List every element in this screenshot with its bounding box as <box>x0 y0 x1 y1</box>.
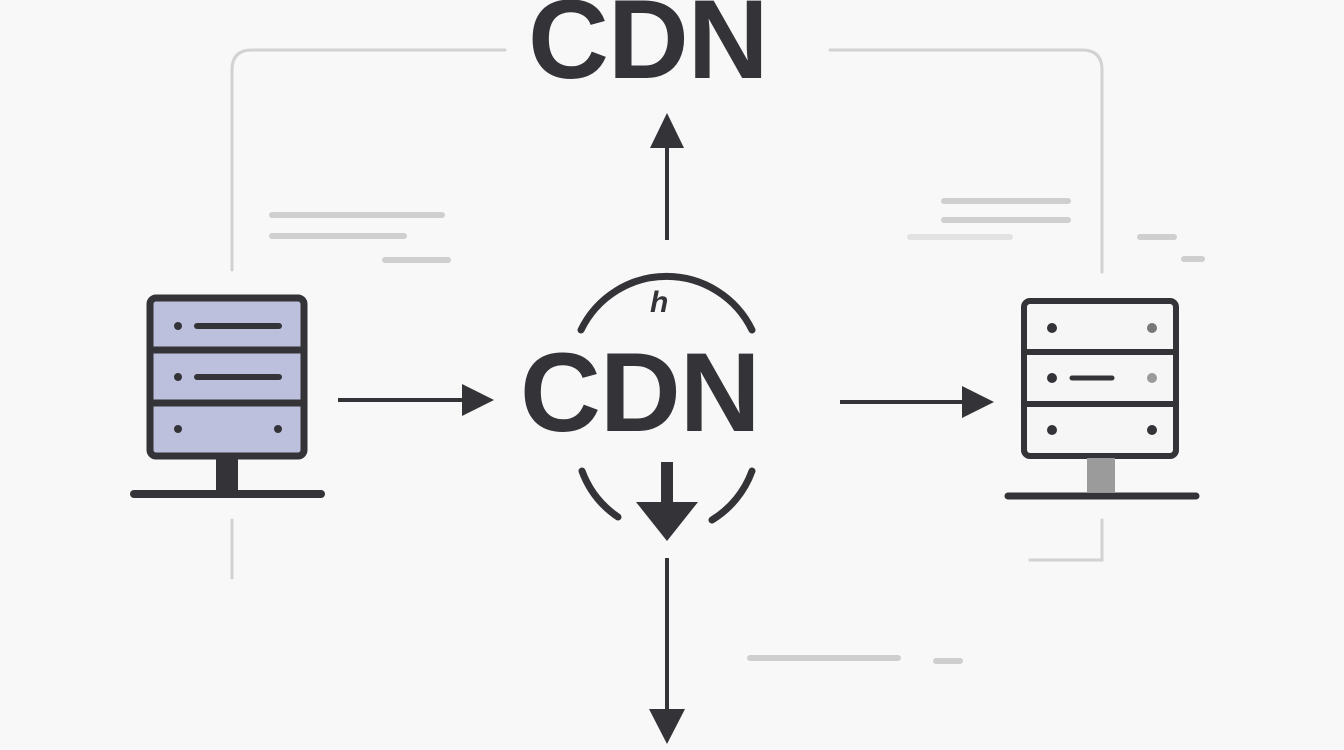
center-node-icon <box>577 272 756 541</box>
background-frame <box>230 48 1104 580</box>
upper-arc <box>577 272 756 334</box>
cdn-title-center: CDN <box>520 330 761 455</box>
right-server-icon <box>1004 298 1200 500</box>
placeholder-text-lines <box>269 198 1205 664</box>
left-server-icon <box>130 294 325 498</box>
lower-left-arc <box>578 467 622 521</box>
down-arrow-head <box>636 502 698 541</box>
arrow-center-up <box>650 113 684 240</box>
lower-right-arc <box>708 467 756 524</box>
arrow-left-to-center <box>338 384 494 416</box>
arrow-center-to-right <box>840 386 994 418</box>
cdn-title-top: CDN <box>528 0 769 102</box>
arrow-center-down <box>649 558 685 744</box>
cdn-mark: h <box>650 286 669 319</box>
arrows <box>338 113 994 744</box>
